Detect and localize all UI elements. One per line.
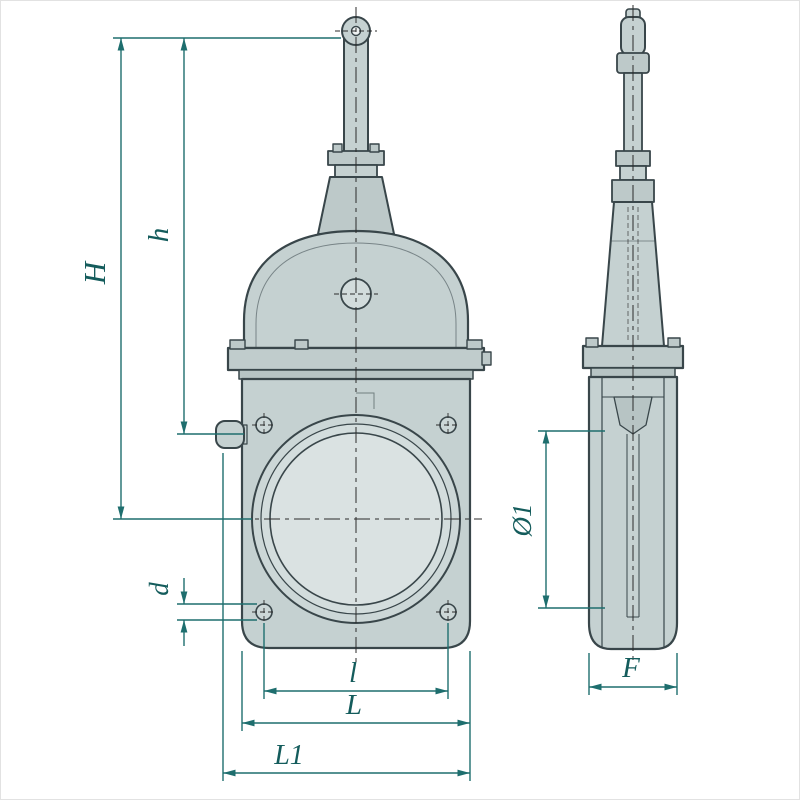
bolt-hole-bottom-right bbox=[436, 600, 460, 624]
dimension-L: L bbox=[241, 651, 471, 781]
flange-nub-mid bbox=[294, 339, 309, 350]
side-flange-nub-right bbox=[667, 337, 681, 348]
bolt-hole-top-left bbox=[252, 413, 276, 437]
dimension-h: h bbox=[143, 38, 244, 435]
dimension-label-d: d bbox=[144, 582, 174, 596]
dimension-diameter-1: Ø1 bbox=[507, 430, 605, 609]
dimension-label-h: h bbox=[143, 228, 175, 243]
dimension-label-F: F bbox=[621, 652, 640, 684]
dimension-label-diameter-1: Ø1 bbox=[507, 504, 537, 538]
stem-collar-nub-left bbox=[332, 143, 343, 153]
dimension-H: H bbox=[77, 37, 341, 520]
dimension-label-H: H bbox=[77, 260, 112, 285]
dimensions: H h d l L bbox=[77, 37, 678, 781]
bonnet-dome-inner-line bbox=[255, 242, 457, 348]
dimension-l: l bbox=[263, 623, 449, 699]
side-wedge bbox=[613, 396, 653, 435]
side-flange-nub-left bbox=[585, 337, 599, 348]
flange-nub-left bbox=[229, 339, 246, 350]
dimension-label-L1: L1 bbox=[273, 740, 304, 771]
stem-collar-nub-right bbox=[369, 143, 380, 153]
flange-bracket-right bbox=[481, 351, 492, 366]
dimension-label-L: L bbox=[345, 689, 362, 721]
side-body bbox=[587, 375, 679, 651]
dimension-label-l: l bbox=[349, 657, 357, 689]
front-view bbox=[215, 7, 492, 663]
dimension-L1: L1 bbox=[222, 453, 470, 781]
dimension-d: d bbox=[144, 578, 257, 646]
side-view bbox=[581, 5, 685, 661]
bolt-hole-bottom-left bbox=[252, 600, 276, 624]
side-stem-rod bbox=[623, 72, 643, 154]
bolt-hole-top-right bbox=[436, 413, 460, 437]
flange-nub-right bbox=[466, 339, 483, 350]
body-step-detail bbox=[356, 392, 375, 409]
dimension-F: F bbox=[588, 652, 678, 695]
